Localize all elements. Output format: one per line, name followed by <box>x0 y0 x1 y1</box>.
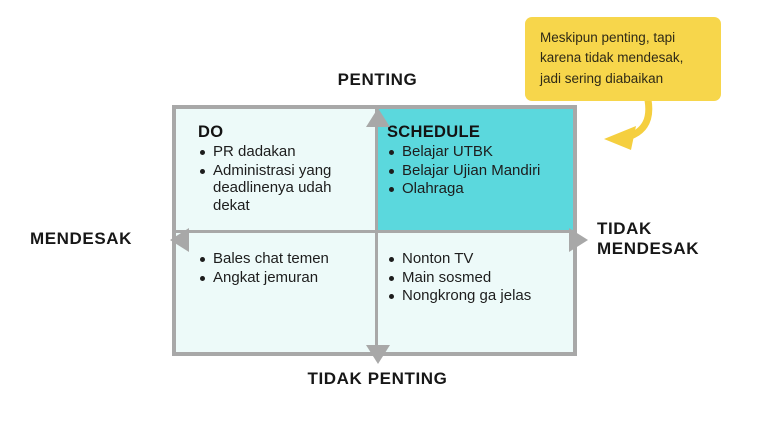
axis-label-right: TIDAK MENDESAK <box>597 219 700 259</box>
list-item: Main sosmed <box>387 269 567 287</box>
axis-label-bottom: TIDAK PENTING <box>307 369 448 388</box>
cross-line-horizontal <box>176 230 573 233</box>
quadrant-delegate: Bales chat temen Angkat jemuran <box>176 231 376 352</box>
quadrant-delete-list: Nonton TV Main sosmed Nongkrong ga jelas <box>387 250 567 305</box>
matrix-frame: DO PR dadakan Administrasi yang deadline… <box>172 105 577 356</box>
quadrant-delegate-list: Bales chat temen Angkat jemuran <box>198 250 373 286</box>
quadrant-schedule-content: SCHEDULE Belajar UTBK Belajar Ujian Mand… <box>387 123 573 199</box>
list-item: Olahraga <box>387 180 573 198</box>
callout-text: Meskipun penting, tapi karena tidak mend… <box>540 30 684 86</box>
list-item: PR dadakan <box>198 143 370 161</box>
list-item: Angkat jemuran <box>198 269 373 287</box>
quadrant-delete: Nonton TV Main sosmed Nongkrong ga jelas <box>376 231 573 352</box>
axis-label-left: MENDESAK <box>29 229 133 248</box>
callout-curved-arrow-icon <box>604 96 653 150</box>
quadrant-schedule-list: Belajar UTBK Belajar Ujian Mandiri Olahr… <box>387 143 573 198</box>
quadrant-delete-content: Nonton TV Main sosmed Nongkrong ga jelas <box>387 250 567 306</box>
quadrant-schedule-title: SCHEDULE <box>387 123 481 141</box>
quadrant-do: DO PR dadakan Administrasi yang deadline… <box>176 109 376 231</box>
axis-label-top: PENTING <box>337 70 418 89</box>
list-item: Bales chat temen <box>198 250 373 268</box>
callout-box: Meskipun penting, tapi karena tidak mend… <box>525 17 721 101</box>
quadrant-schedule: SCHEDULE Belajar UTBK Belajar Ujian Mand… <box>376 109 573 231</box>
quadrant-do-list: PR dadakan Administrasi yang deadlinenya… <box>198 143 370 214</box>
list-item: Nongkrong ga jelas <box>387 287 567 305</box>
quadrant-do-title: DO <box>198 123 224 141</box>
list-item: Nonton TV <box>387 250 567 268</box>
list-item: Belajar UTBK <box>387 143 573 161</box>
quadrant-delegate-content: Bales chat temen Angkat jemuran <box>198 250 373 287</box>
list-item: Administrasi yang deadlinenya udah dekat <box>198 162 370 215</box>
list-item: Belajar Ujian Mandiri <box>387 162 573 180</box>
quadrant-do-content: DO PR dadakan Administrasi yang deadline… <box>198 123 370 215</box>
